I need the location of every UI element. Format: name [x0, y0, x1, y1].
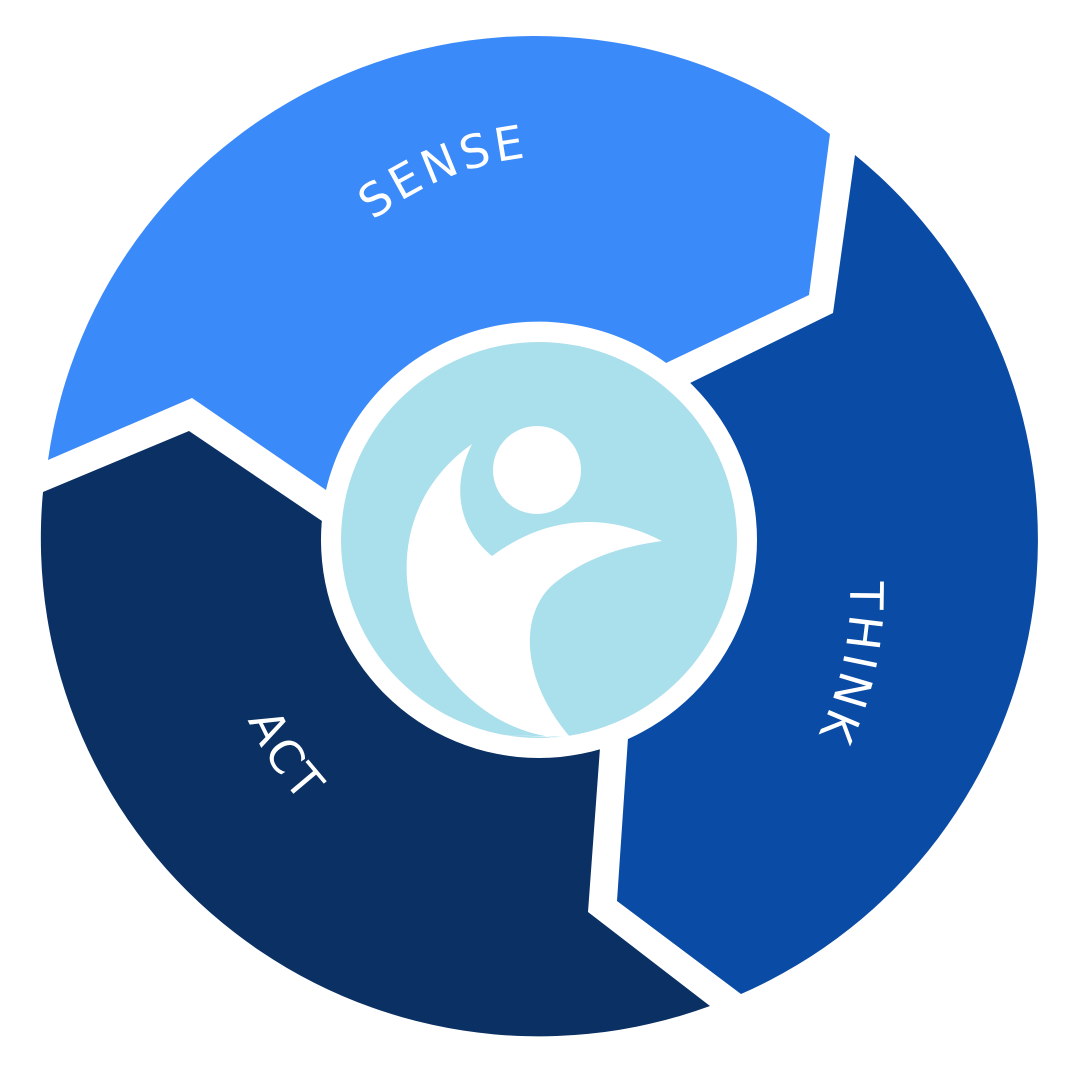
segment-act [40, 431, 711, 1037]
segment-sense [48, 35, 830, 491]
person-arms-raised-icon [406, 426, 662, 738]
person-body-icon [406, 444, 662, 738]
person-head-icon [493, 426, 581, 514]
segment-think [617, 155, 1038, 994]
